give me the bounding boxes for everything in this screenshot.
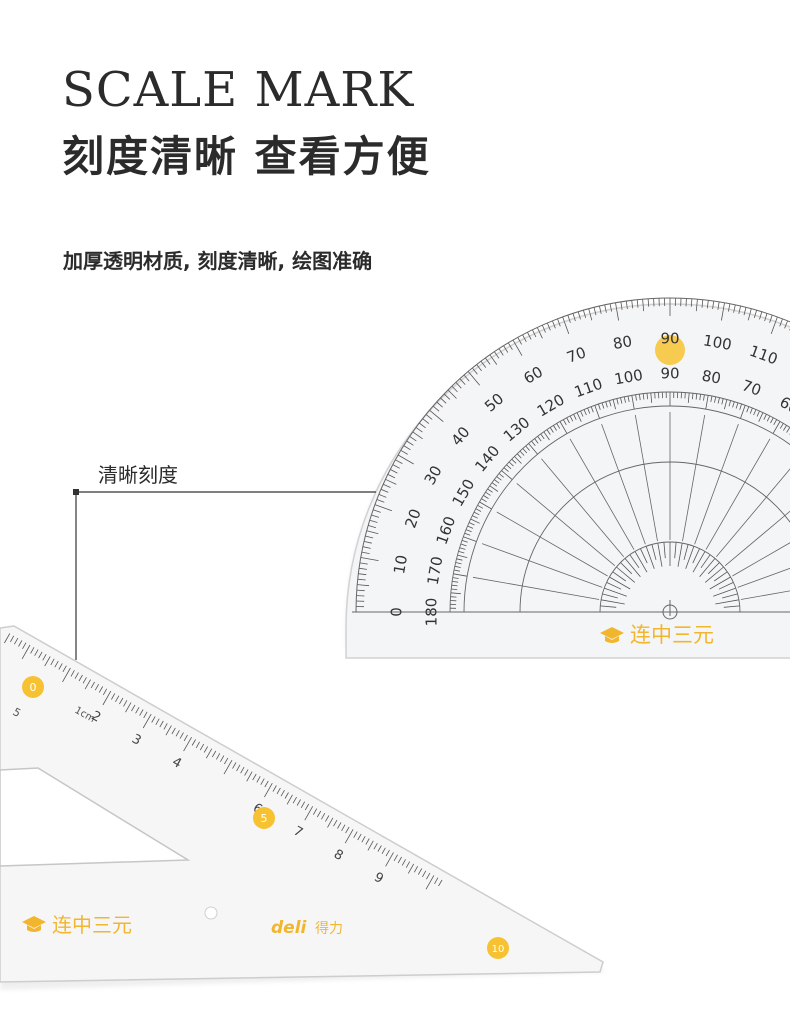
subheadline: 刻度清晰 查看方便 — [62, 132, 431, 181]
protractor-arc — [599, 541, 741, 613]
protractor-brand-text: 连中三元 — [630, 623, 714, 647]
svg-text:10: 10 — [492, 944, 505, 955]
protractor-outer-label-80: 80 — [612, 332, 634, 353]
protractor-scale — [352, 297, 790, 620]
protractor-outer-label-10: 10 — [390, 554, 411, 576]
graduation-cap-icon — [22, 916, 46, 932]
protractor-brand: 连中三元 — [600, 623, 714, 647]
protractor-arc — [355, 297, 790, 613]
ruler-brand-text: 连中三元 — [52, 913, 132, 937]
ruler-badge-10: 10 — [487, 937, 509, 959]
deli-logo: deli 得力 — [271, 918, 343, 938]
protractor-inner-label-90: 90 — [660, 365, 679, 383]
ruler-badge-0: 0 — [22, 676, 44, 698]
protractor-outer-label-20: 20 — [401, 506, 424, 530]
protractor-outer-label-70: 70 — [564, 343, 588, 366]
headline: SCALE MARK — [62, 62, 415, 118]
ruler-badge-5: 5 — [253, 807, 275, 829]
protractor-outer-label-90: 90 — [660, 330, 679, 348]
protractor-arc — [463, 405, 790, 613]
protractor-radial-lines — [472, 412, 790, 600]
protractor-arc — [449, 391, 790, 613]
ruler-tick-marks — [4, 633, 443, 890]
protractor-outer-label-0: 0 — [388, 607, 406, 617]
triangle-cutout — [0, 767, 191, 867]
protractor-inner-label-100: 100 — [613, 366, 644, 389]
graduation-cap-icon — [600, 627, 624, 643]
svg-text:5: 5 — [261, 812, 268, 825]
protractor-inner-label-70: 70 — [740, 376, 764, 399]
protractor-inner-label-170: 170 — [424, 555, 447, 586]
product-description: 加厚透明材质, 刻度清晰, 绘图准确 — [63, 249, 373, 273]
callout-label: 清晰刻度 — [98, 463, 178, 487]
svg-text:0: 0 — [30, 681, 37, 694]
deli-logo-text: deli — [271, 918, 308, 938]
triangle-ruler: 2346789 5 1cm 0 5 10 连中三元 deli 得力 — [0, 625, 606, 990]
callout-connector — [73, 489, 376, 660]
deli-logo-cn: 得力 — [315, 920, 343, 937]
protractor-outer-label-100: 100 — [702, 331, 733, 354]
ruler-brand: 连中三元 — [22, 913, 132, 937]
protractor-inner-label-80: 80 — [700, 367, 722, 388]
ruler-ticks — [4, 633, 443, 890]
protractor-badge-90 — [655, 335, 685, 365]
protractor: 0102030405060708090100110120 18017016015… — [345, 297, 790, 659]
protractor-arc — [519, 461, 790, 613]
ruler-hole — [204, 906, 218, 920]
protractor-inner-label-180: 180 — [423, 598, 441, 627]
